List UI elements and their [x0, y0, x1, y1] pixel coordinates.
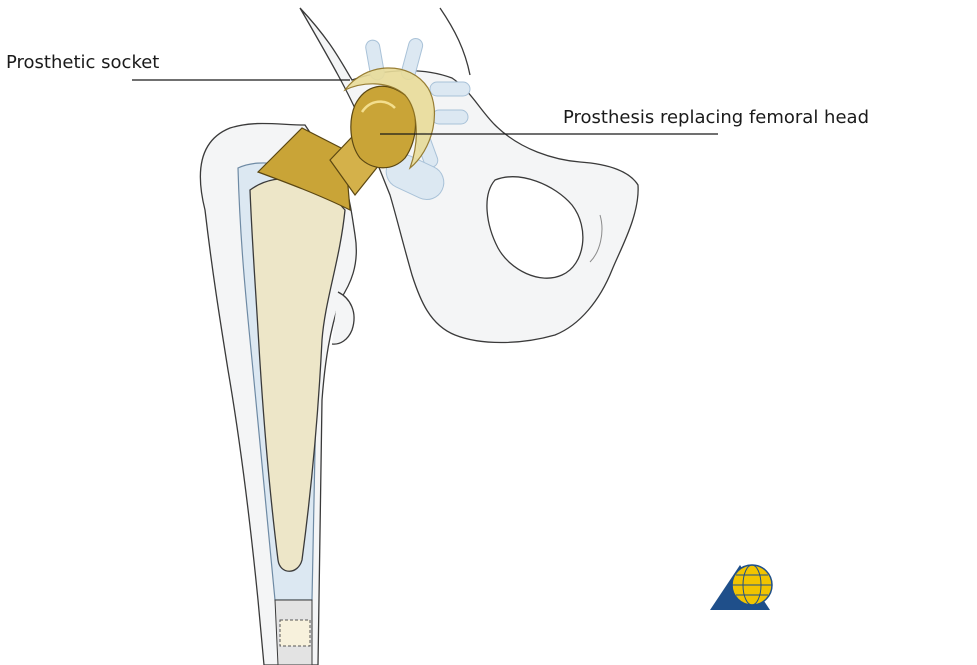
label-prosthetic-socket: Prosthetic socket — [6, 52, 159, 74]
globe-triangle-logo — [710, 565, 772, 610]
pelvis-upper-edge — [440, 8, 470, 75]
prosthesis-head — [351, 86, 416, 167]
label-femoral-head-prosthesis: Prosthesis replacing femoral head — [563, 107, 869, 129]
cement-plug — [280, 620, 310, 646]
